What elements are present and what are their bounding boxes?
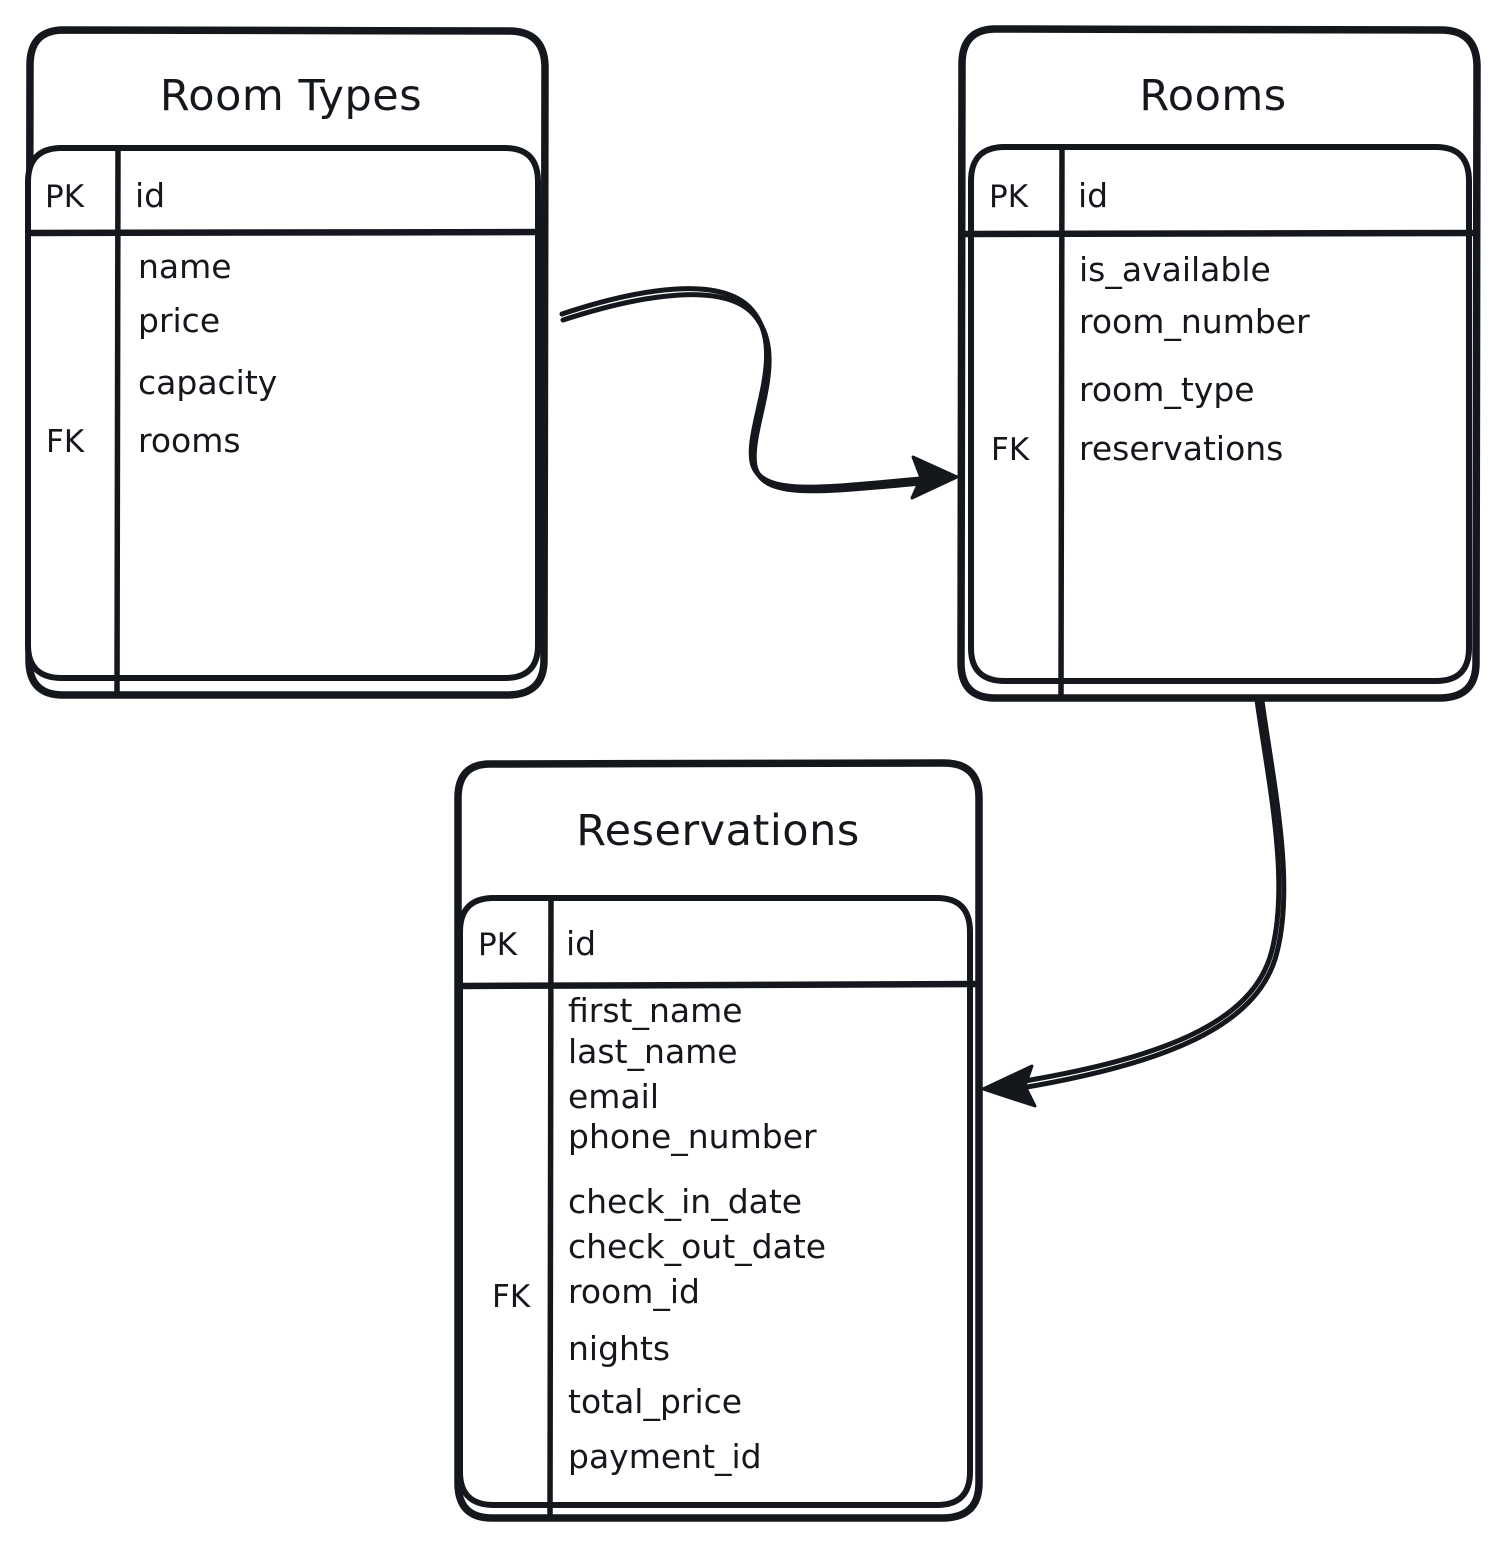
reservations-column-divider bbox=[547, 895, 554, 1519]
entity-reservations[interactable]: Reservations PK id first_name last_name … bbox=[454, 759, 983, 1522]
rel-rooms-to-reservations-arrowhead bbox=[981, 1064, 1037, 1108]
room-types-column-divider bbox=[114, 145, 121, 696]
reservations-attr-check-in-date: check_in_date bbox=[568, 1182, 802, 1221]
reservations-pk-field: id bbox=[566, 924, 596, 963]
reservations-attr-payment-id: payment_id bbox=[568, 1437, 762, 1476]
room-types-pk-key: PK bbox=[45, 179, 85, 215]
room-types-attr-name: name bbox=[138, 247, 232, 286]
reservations-attr-last-name: last_name bbox=[568, 1032, 738, 1071]
rooms-inner-box bbox=[968, 144, 1472, 684]
rel-room-types-to-rooms-arrowhead bbox=[910, 455, 959, 500]
reservations-attr-room-id: room_id bbox=[568, 1272, 700, 1311]
rel-rooms-to-reservations-line-sketch bbox=[1000, 698, 1287, 1094]
rooms-attr-room-type: room_type bbox=[1079, 370, 1255, 409]
room-types-pk-field: id bbox=[135, 176, 165, 215]
room-types-pk-divider bbox=[25, 228, 547, 237]
room-types-inner-box bbox=[25, 145, 541, 681]
room-types-attr-rooms-key: FK bbox=[46, 424, 85, 460]
reservations-attr-nights: nights bbox=[568, 1329, 670, 1368]
entity-room-types[interactable]: Room Types PK id name price capacity FK … bbox=[25, 26, 549, 699]
reservations-attr-room-id-key: FK bbox=[492, 1279, 531, 1315]
rooms-title: Rooms bbox=[1139, 71, 1286, 121]
rel-room-types-to-rooms-line bbox=[559, 286, 947, 490]
reservations-attr-total-price: total_price bbox=[568, 1382, 742, 1421]
room-types-title: Room Types bbox=[160, 71, 422, 121]
rel-room-types-to-rooms-line-sketch bbox=[560, 292, 949, 494]
rooms-pk-divider bbox=[958, 229, 1479, 238]
reservations-pk-divider bbox=[455, 980, 981, 990]
reservations-attr-check-out-date: check_out_date bbox=[568, 1227, 826, 1266]
reservations-attr-email: email bbox=[568, 1077, 659, 1116]
reservations-attr-first-name: first_name bbox=[568, 991, 743, 1030]
room-types-attr-capacity: capacity bbox=[138, 363, 277, 402]
reservations-title: Reservations bbox=[576, 806, 860, 856]
room-types-attr-price: price bbox=[138, 301, 220, 340]
rooms-attr-room-number: room_number bbox=[1079, 302, 1310, 341]
rooms-attr-reservations-key: FK bbox=[991, 432, 1030, 468]
room-types-attr-rooms: rooms bbox=[138, 421, 241, 460]
reservations-inner-box bbox=[457, 895, 973, 1508]
rooms-pk-key: PK bbox=[989, 179, 1029, 215]
rel-rooms-to-reservations[interactable] bbox=[981, 697, 1287, 1108]
rooms-attr-reservations: reservations bbox=[1079, 429, 1283, 468]
entity-rooms[interactable]: Rooms PK id is_available room_number roo… bbox=[957, 25, 1481, 702]
rel-rooms-to-reservations-line bbox=[997, 697, 1282, 1088]
reservations-attr-phone-number: phone_number bbox=[568, 1117, 817, 1156]
rooms-column-divider bbox=[1058, 144, 1065, 699]
rooms-pk-field: id bbox=[1078, 176, 1108, 215]
reservations-pk-key: PK bbox=[478, 927, 518, 963]
rel-room-types-to-rooms[interactable] bbox=[559, 286, 959, 500]
rooms-attr-is-available: is_available bbox=[1079, 250, 1271, 289]
